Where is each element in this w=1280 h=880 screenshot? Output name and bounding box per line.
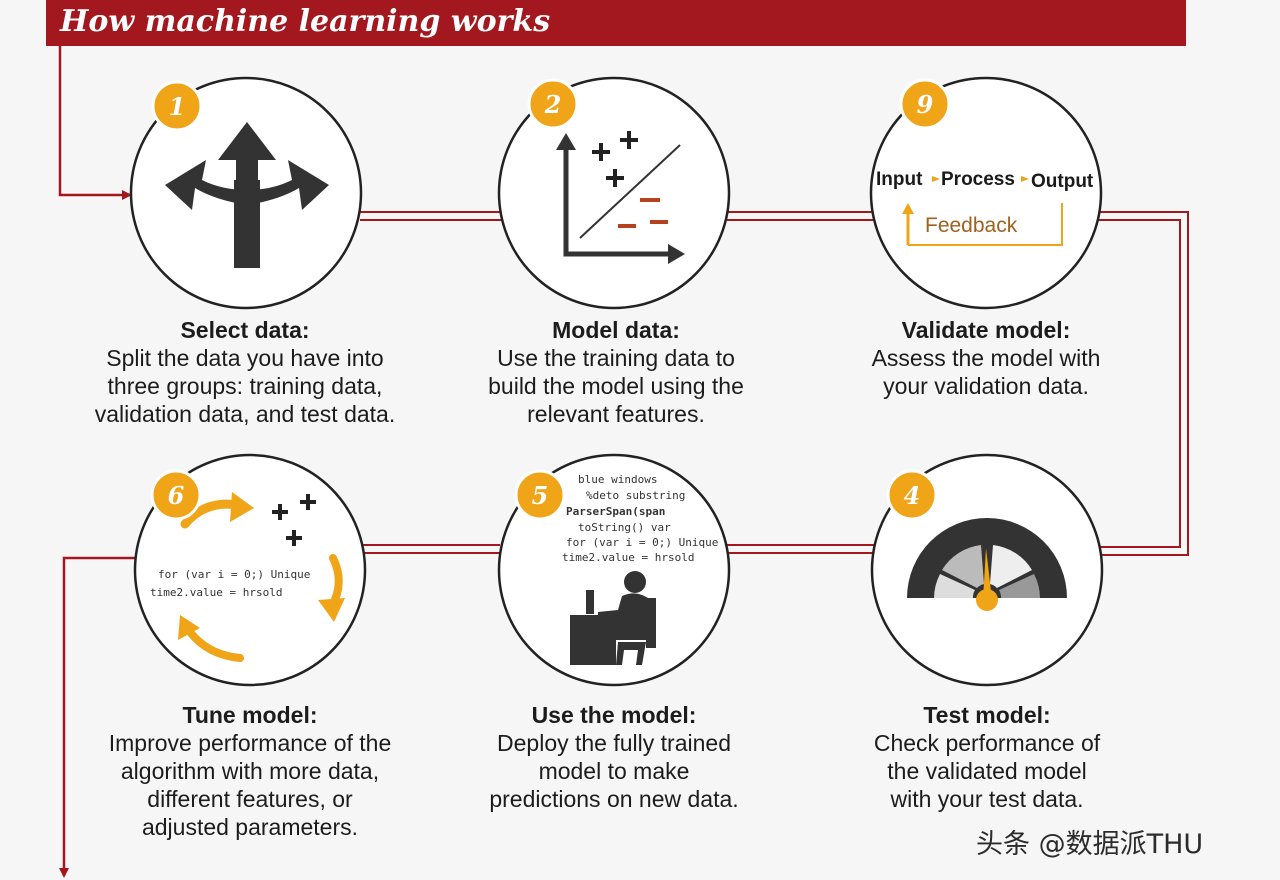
code-text: 6 bbox=[168, 481, 185, 510]
step-4-title: Test model: bbox=[923, 702, 1051, 728]
step-5-line-3: predictions on new data. bbox=[489, 786, 739, 812]
step-5-line-2: model to make bbox=[538, 758, 690, 784]
step-6-line-2: algorithm with more data, bbox=[120, 758, 380, 784]
step-5-line-1: Deploy the fully trained bbox=[497, 730, 731, 756]
code-text: for (var i = 0;) Unique bbox=[566, 536, 718, 549]
step-2-line-3: relevant features. bbox=[527, 401, 705, 427]
step-3-caption: Validate model: Assess the model with yo… bbox=[796, 316, 1176, 400]
diagram-feedback-label: Feedback bbox=[925, 214, 1018, 237]
feedback-loop-icon: Input Process Output Feedback bbox=[876, 169, 1094, 246]
code-text: 1 bbox=[169, 92, 186, 121]
step-6-caption: Tune model: Improve performance of the a… bbox=[60, 701, 440, 841]
step-3-circle bbox=[869, 76, 1103, 310]
step-3-line-2: your validation data. bbox=[883, 373, 1089, 399]
step-5-badge: 5 bbox=[514, 469, 566, 521]
diagram-process-label: Process bbox=[941, 169, 1015, 190]
step-2-title: Model data: bbox=[552, 317, 680, 343]
step-6-line-1: Improve performance of the bbox=[108, 730, 392, 756]
step-6-line-4: adjusted parameters. bbox=[141, 814, 359, 840]
code-text: 4 bbox=[904, 481, 921, 510]
entry-connector bbox=[58, 46, 132, 200]
diagram-input-label: Input bbox=[876, 169, 923, 190]
source-watermark: 头条 @数据派THU bbox=[976, 829, 1204, 860]
exit-connector bbox=[59, 556, 136, 878]
step-6-title: Tune model: bbox=[182, 702, 318, 728]
step-1-badge: 1 bbox=[151, 80, 203, 132]
code-text: time2.value = hrsold bbox=[150, 586, 282, 599]
right-loop-connector bbox=[1095, 211, 1189, 556]
step-1-line-2: three groups: training data, bbox=[107, 373, 383, 399]
step-4-caption: Test model: Check performance of the val… bbox=[797, 701, 1177, 813]
top-row-connectors bbox=[360, 211, 877, 221]
step-2-line-1: Use the training data to bbox=[497, 345, 735, 371]
step-4-line-3: with your test data. bbox=[890, 786, 1084, 812]
step-badges: 1 2 9 6 5 4 bbox=[150, 78, 951, 521]
gauge-icon bbox=[907, 518, 1067, 611]
step-4-line-2: the validated model bbox=[887, 758, 1087, 784]
code-text: 5 bbox=[532, 481, 549, 510]
code-text: for (var i = 0;) Unique bbox=[158, 568, 310, 581]
step-2-caption: Model data: Use the training data to bui… bbox=[426, 316, 806, 428]
step-2-badge: 2 bbox=[527, 78, 579, 130]
bottom-row-connectors bbox=[363, 544, 877, 554]
code-text: %deto substring bbox=[586, 489, 685, 502]
step-2-line-2: build the model using the bbox=[488, 373, 744, 399]
cycle-arrows-icon: for (var i = 0;) Unique time2.value = hr… bbox=[150, 492, 345, 662]
step-5-caption: Use the model: Deploy the fully trained … bbox=[424, 701, 804, 813]
step-1-line-1: Split the data you have into bbox=[106, 345, 384, 371]
code-text: time2.value = hrsold bbox=[562, 551, 694, 564]
classification-plot-icon bbox=[556, 131, 685, 264]
step-1-line-3: validation data, and test data. bbox=[94, 401, 396, 427]
code-text: 9 bbox=[917, 90, 934, 119]
step-3-title: Validate model: bbox=[901, 317, 1071, 343]
step-3-line-1: Assess the model with bbox=[871, 345, 1101, 371]
page-title: How machine learning works bbox=[60, 4, 551, 39]
step-1-title: Select data: bbox=[180, 317, 310, 343]
code-text: ParserSpan(span bbox=[566, 505, 665, 518]
code-text: 2 bbox=[544, 90, 562, 119]
code-text: blue windows bbox=[578, 473, 657, 486]
step-3-badge: 9 bbox=[899, 78, 951, 130]
step-6-badge: 6 bbox=[150, 469, 202, 521]
diagram-output-label: Output bbox=[1031, 171, 1094, 192]
person-at-computer-icon: blue windows %deto substring ParserSpan(… bbox=[562, 473, 718, 665]
code-text: toString() var bbox=[578, 521, 671, 534]
step-5-title: Use the model: bbox=[531, 702, 697, 728]
step-4-badge: 4 bbox=[886, 469, 938, 521]
title-banner: How machine learning works bbox=[46, 0, 1186, 46]
step-4-line-1: Check performance of bbox=[873, 730, 1101, 756]
step-6-line-3: different features, or bbox=[147, 786, 353, 812]
split-arrows-icon bbox=[165, 122, 329, 268]
step-1-caption: Select data: Split the data you have int… bbox=[55, 316, 435, 428]
